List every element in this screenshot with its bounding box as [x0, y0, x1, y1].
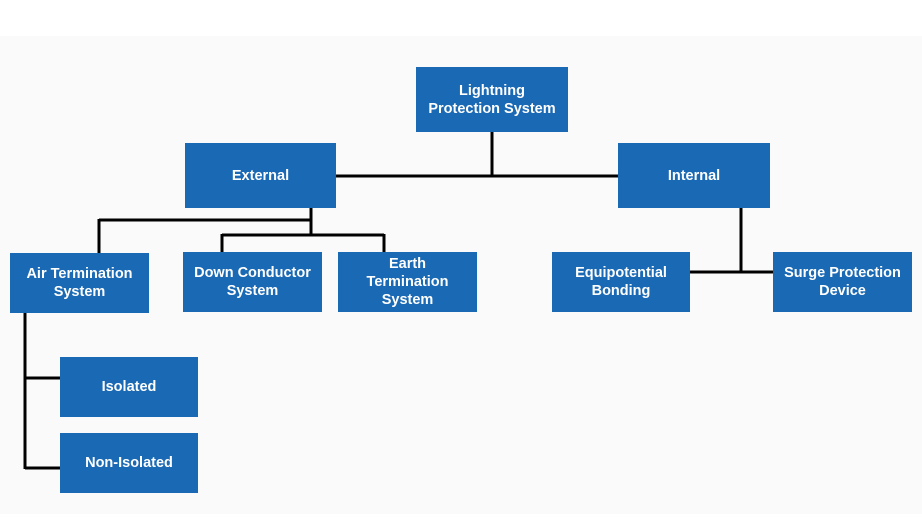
node-down-conductor-system: Down Conductor System [183, 252, 322, 312]
node-non-isolated: Non-Isolated [60, 433, 198, 493]
node-air-termination-system: Air Termination System [10, 253, 149, 313]
node-internal: Internal [618, 143, 770, 208]
node-surge-protection-device: Surge Protection Device [773, 252, 912, 312]
node-equipotential-bonding: Equipotential Bonding [552, 252, 690, 312]
node-external: External [185, 143, 336, 208]
node-earth-termination-system: Earth Termination System [338, 252, 477, 312]
node-isolated: Isolated [60, 357, 198, 417]
node-lightning-protection-system: Lightning Protection System [416, 67, 568, 132]
